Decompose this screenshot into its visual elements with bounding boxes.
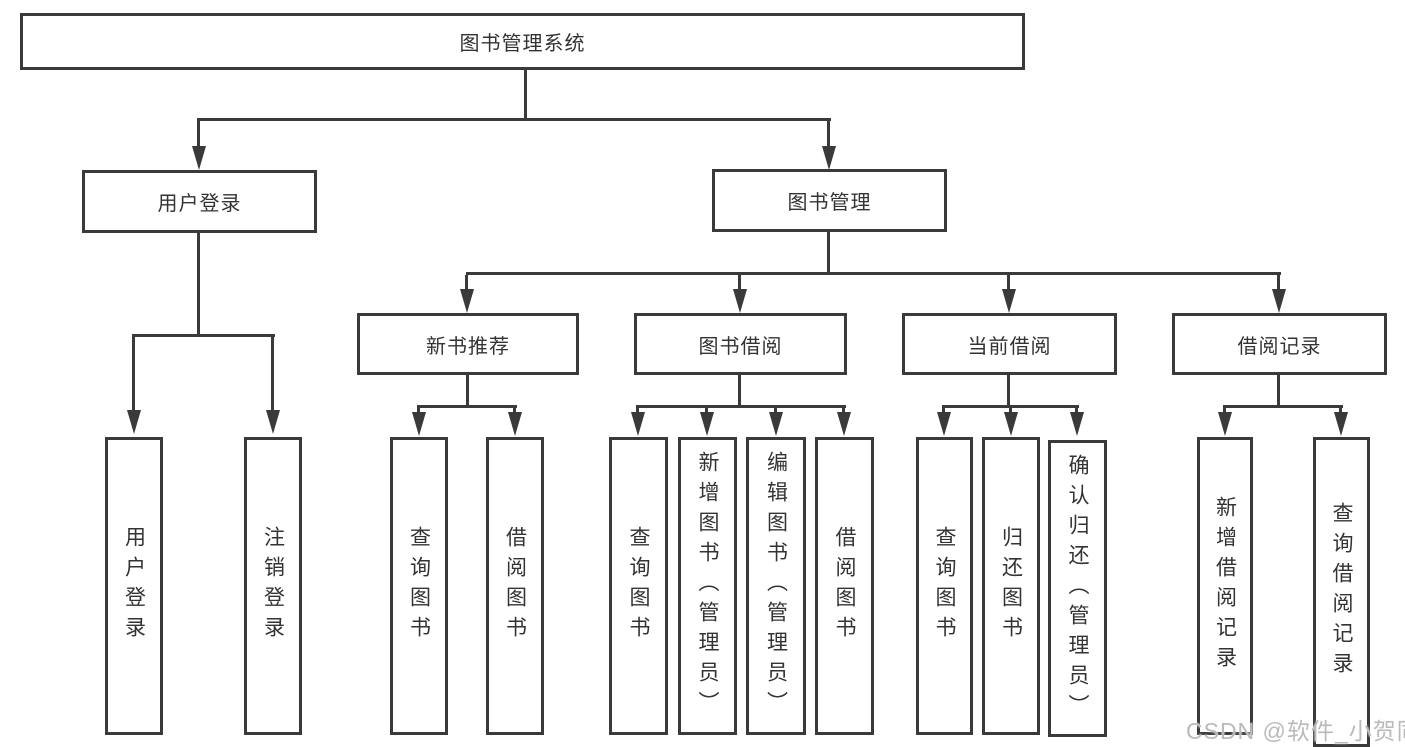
node-leaf-user-login: 用户登录 <box>105 437 163 735</box>
connector-v-book-borrow <box>738 375 741 408</box>
connector-stem <box>738 275 741 291</box>
node-root-label: 图书管理系统 <box>459 33 586 55</box>
node-user-login: 用户登录 <box>82 170 317 233</box>
connector-stem <box>827 121 830 148</box>
arrowhead-icon <box>460 289 474 313</box>
node-new-books: 新书推荐 <box>357 313 579 375</box>
connector-stem <box>271 337 274 412</box>
connector-stem <box>513 408 516 414</box>
node-leaf-br-query-record: 查询借阅记录 <box>1313 437 1370 747</box>
node-leaf-label: 查询借阅记录 <box>1330 502 1354 682</box>
node-leaf-nb-query-books: 查询图书 <box>390 437 448 735</box>
arrowhead-icon <box>733 289 747 313</box>
connector-stem <box>842 408 845 414</box>
node-leaf-cb-return-books: 归还图书 <box>982 437 1040 735</box>
node-leaf-label: 借阅图书 <box>503 526 527 646</box>
arrowhead-icon <box>769 412 783 436</box>
node-leaf-label: 借阅图书 <box>833 526 857 646</box>
node-book-mgmt: 图书管理 <box>712 169 947 232</box>
connector-v-user-login <box>197 233 200 337</box>
connector-v-new-books <box>466 375 469 408</box>
node-user-login-label: 用户登录 <box>157 193 242 215</box>
arrowhead-icon <box>412 412 426 436</box>
node-leaf-cb-confirm-return-admin: 确认归还（管理员） <box>1048 440 1107 737</box>
connector-stem <box>1075 408 1078 414</box>
connector-h-book-mgmt <box>466 272 1281 275</box>
connector-stem <box>1277 275 1280 291</box>
arrowhead-icon <box>937 412 951 436</box>
node-leaf-bb-borrow-books: 借阅图书 <box>815 437 874 735</box>
arrowhead-icon <box>192 146 206 170</box>
node-leaf-label: 用户登录 <box>122 526 146 646</box>
arrowhead-icon <box>508 412 522 436</box>
connector-stem <box>942 408 945 414</box>
arrowhead-icon <box>1002 289 1016 313</box>
node-current-borrow: 当前借阅 <box>902 313 1117 375</box>
connector-stem <box>132 337 135 412</box>
node-leaf-label: 查询图书 <box>407 526 431 646</box>
node-leaf-cb-query-books: 查询图书 <box>916 437 973 735</box>
connector-v-current-borrow <box>1007 375 1010 408</box>
connector-h-root <box>197 118 831 121</box>
node-leaf-logout: 注销登录 <box>244 437 302 735</box>
node-leaf-bb-edit-books-admin: 编辑图书（管理员） <box>746 437 806 735</box>
connector-stem <box>1223 408 1226 414</box>
node-book-borrow: 图书借阅 <box>634 313 847 375</box>
node-new-books-label: 新书推荐 <box>426 335 510 358</box>
connector-stem <box>1009 408 1012 414</box>
arrowhead-icon <box>266 410 280 434</box>
node-leaf-label: 新增借阅记录 <box>1213 496 1237 676</box>
node-leaf-label: 编辑图书（管理员） <box>764 451 788 721</box>
connector-stem <box>774 408 777 414</box>
arrowhead-icon <box>837 412 851 436</box>
arrowhead-icon <box>631 412 645 436</box>
arrowhead-icon <box>700 412 714 436</box>
node-leaf-br-add-record: 新增借阅记录 <box>1197 437 1253 735</box>
connector-h-current-borrow <box>942 405 1079 408</box>
node-leaf-label: 归还图书 <box>999 526 1023 646</box>
node-leaf-label: 新增图书（管理员） <box>696 451 720 721</box>
node-book-mgmt-label: 图书管理 <box>787 192 872 214</box>
node-leaf-label: 确认归还（管理员） <box>1066 453 1090 724</box>
node-borrow-records: 借阅记录 <box>1172 313 1387 375</box>
connector-v-borrow-records <box>1277 375 1280 408</box>
arrowhead-icon <box>1004 412 1018 436</box>
connector-h-user-login <box>132 334 275 337</box>
connector-stem <box>1007 275 1010 291</box>
node-leaf-nb-borrow-books: 借阅图书 <box>486 437 544 735</box>
arrowhead-icon <box>822 146 836 170</box>
node-leaf-bb-add-books-admin: 新增图书（管理员） <box>678 437 737 735</box>
connector-h-book-borrow <box>636 405 846 408</box>
node-current-borrow-label: 当前借阅 <box>967 335 1052 358</box>
node-borrow-records-label: 借阅记录 <box>1237 335 1322 358</box>
connector-h-borrow-records <box>1223 405 1343 408</box>
connector-stem <box>465 275 468 291</box>
arrowhead-icon <box>1272 289 1286 313</box>
node-leaf-label: 注销登录 <box>261 526 285 646</box>
arrowhead-icon <box>1070 412 1084 436</box>
node-leaf-label: 查询图书 <box>627 526 651 646</box>
connector-stem <box>1339 408 1342 414</box>
connector-stem <box>417 408 420 414</box>
node-leaf-bb-query-books: 查询图书 <box>609 437 668 735</box>
connector-v-root <box>524 69 527 121</box>
connector-stem <box>705 408 708 414</box>
watermark: CSDN @软件_小贺同学 <box>1186 718 1405 744</box>
arrowhead-icon <box>1218 412 1232 436</box>
connector-stem <box>636 408 639 414</box>
node-root: 图书管理系统 <box>20 13 1025 70</box>
arrowhead-icon <box>1334 412 1348 436</box>
node-book-borrow-label: 图书借阅 <box>698 335 783 358</box>
node-leaf-label: 查询图书 <box>933 526 957 646</box>
arrowhead-icon <box>127 410 141 434</box>
connector-stem <box>197 121 200 148</box>
connector-v-book-mgmt <box>827 232 830 275</box>
